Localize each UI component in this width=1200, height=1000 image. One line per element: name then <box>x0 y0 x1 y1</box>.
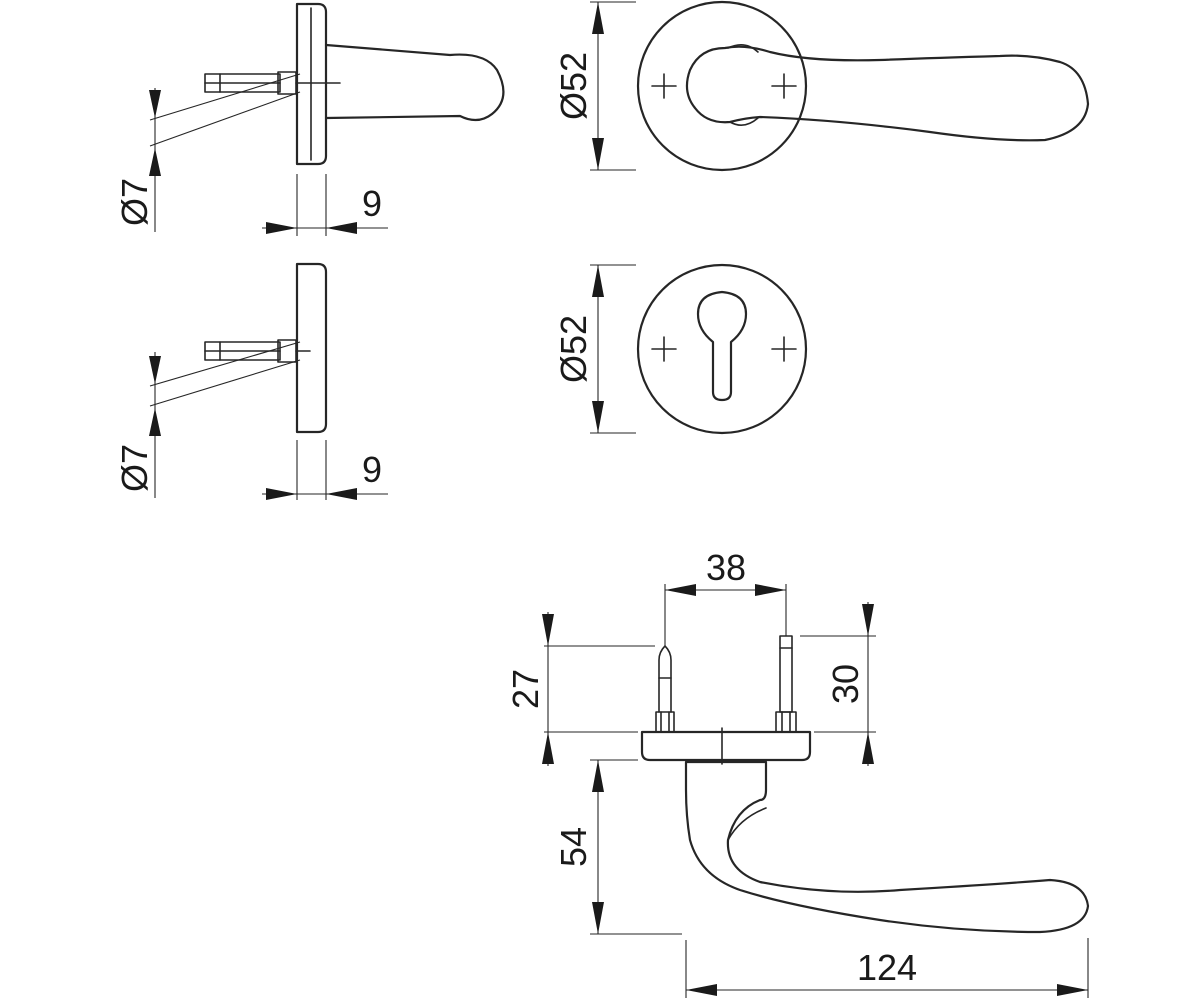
front-view-handle-rose <box>590 0 1090 172</box>
label-dia7-bottom: Ø7 <box>114 444 155 492</box>
label-height30: 30 <box>825 664 866 704</box>
label-dia52-bottom: Ø52 <box>553 315 594 383</box>
label-thick9-top: 9 <box>362 183 382 224</box>
label-spacing38: 38 <box>706 547 746 588</box>
front-view-escutcheon <box>590 263 808 435</box>
label-thick9-bottom: 9 <box>362 449 382 490</box>
label-dia52-top: Ø52 <box>553 52 594 120</box>
side-view-handle-rose <box>149 2 505 236</box>
side-view-escutcheon <box>149 262 388 500</box>
label-dia7-top: Ø7 <box>114 178 155 226</box>
label-height27: 27 <box>505 669 546 709</box>
top-view-handle <box>542 584 1090 998</box>
label-height54: 54 <box>553 827 594 867</box>
label-length124: 124 <box>857 947 917 988</box>
